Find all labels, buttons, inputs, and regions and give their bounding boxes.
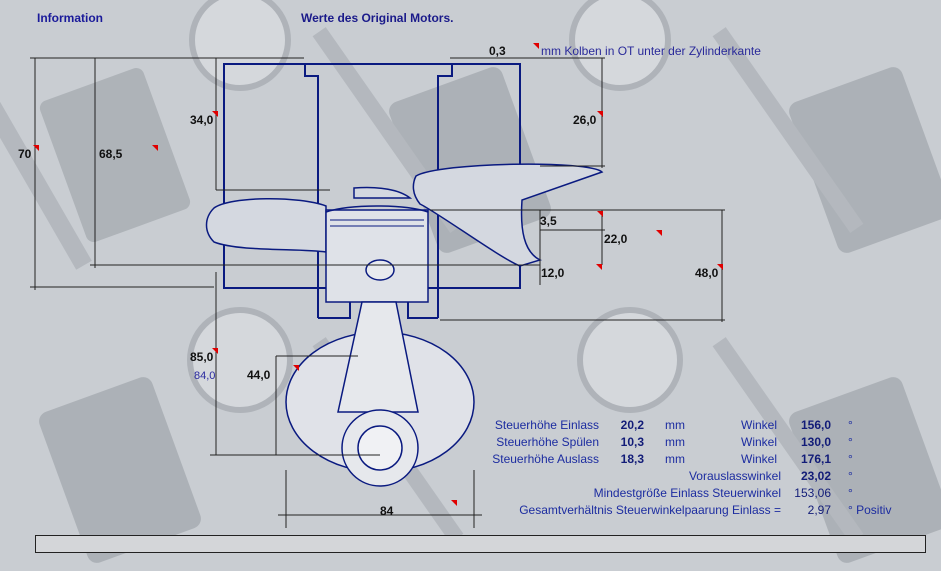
comment-marker <box>212 111 218 117</box>
comment-marker <box>33 145 39 151</box>
gesamt-unit: ° Positiv <box>848 503 892 517</box>
dim-84-small: 84,0 <box>194 370 216 382</box>
dim-3-5[interactable]: 3,5 <box>540 214 557 228</box>
dim-48[interactable]: 48,0 <box>695 266 719 280</box>
caliper-icon <box>0 67 191 270</box>
comment-marker <box>451 500 457 506</box>
timing-value: 18,3 <box>620 452 644 466</box>
comment-marker <box>293 365 299 371</box>
timing-unit: mm <box>665 452 685 466</box>
mindest-label: Mindestgröße Einlass Steuerwinkel <box>593 486 781 500</box>
comment-marker <box>596 264 602 270</box>
piston-below-edge-note: mm Kolben in OT unter der Zylinderkante <box>541 44 761 58</box>
piston-pin <box>365 259 395 281</box>
dim-84[interactable]: 84 <box>380 504 394 518</box>
timing-unit: mm <box>665 435 685 449</box>
comment-marker <box>597 111 603 117</box>
dim-12[interactable]: 12,0 <box>541 266 565 280</box>
degree-symbol: ° <box>848 486 853 500</box>
angle-label: Winkel <box>741 418 778 432</box>
comment-marker <box>717 264 723 270</box>
comment-marker <box>656 230 662 236</box>
angle-value: 130,0 <box>800 435 831 449</box>
angle-label: Winkel <box>741 452 778 466</box>
dim-70[interactable]: 70 <box>18 147 32 161</box>
gesamt-value: 2,97 <box>807 503 831 517</box>
angle-value: 176,1 <box>800 452 831 466</box>
dial-gauge-icon <box>187 0 683 413</box>
timing-unit: mm <box>665 418 685 432</box>
mindest-value: 153,06 <box>794 486 831 500</box>
degree-symbol: ° <box>848 469 853 483</box>
piston <box>325 209 429 303</box>
comment-marker <box>212 348 218 354</box>
exhaust-port <box>412 163 604 267</box>
dim-34[interactable]: 34,0 <box>190 113 214 127</box>
dim-22[interactable]: 22,0 <box>604 232 628 246</box>
comment-marker <box>152 145 158 151</box>
timing-label: Steuerhöhe Spülen <box>496 435 599 449</box>
connecting-rod <box>337 301 419 413</box>
vorauslass-value: 23,02 <box>800 469 831 483</box>
degree-symbol: ° <box>848 418 853 432</box>
intake-port <box>205 197 327 253</box>
dim-44[interactable]: 44,0 <box>247 368 271 382</box>
information-link[interactable]: Information <box>37 11 103 25</box>
timing-value: 10,3 <box>620 435 644 449</box>
timing-label: Steuerhöhe Auslass <box>492 452 599 466</box>
angle-label: Winkel <box>741 435 778 449</box>
degree-symbol: ° <box>848 452 853 466</box>
timing-label: Steuerhöhe Einlass <box>494 418 599 432</box>
gesamt-label: Gesamtverhältnis Steuerwinkelpaarung Ein… <box>519 503 781 517</box>
comment-marker <box>533 43 539 49</box>
dim-68-5[interactable]: 68,5 <box>99 147 123 161</box>
dim-85[interactable]: 85,0 <box>190 350 214 364</box>
degree-symbol: ° <box>848 435 853 449</box>
status-bar <box>35 535 926 553</box>
dim-26[interactable]: 26,0 <box>573 113 597 127</box>
comment-marker <box>597 211 603 217</box>
vorauslass-label: Vorauslasswinkel <box>688 469 781 483</box>
timing-value: 20,2 <box>620 418 644 432</box>
transfer-port <box>353 186 413 199</box>
page-title: Werte des Original Motors. <box>301 11 454 25</box>
angle-value: 156,0 <box>800 418 831 432</box>
dim-piston-below-edge[interactable]: 0,3 <box>489 44 506 58</box>
